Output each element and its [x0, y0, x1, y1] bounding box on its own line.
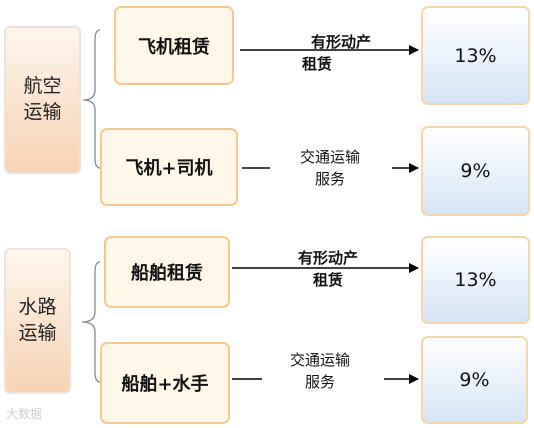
- service-row3-line1: 有形动产: [297, 249, 358, 267]
- business-ship-crew-label: 船舶+水手: [121, 374, 209, 395]
- business-aircraft-driver: 飞机+司机: [100, 128, 238, 206]
- rate-row3-value: 13%: [454, 269, 497, 291]
- category-air-line1: 航空: [23, 75, 62, 98]
- rate-row1: 13%: [421, 6, 530, 105]
- water-brace: [81, 261, 101, 383]
- category-air-line2: 运输: [23, 101, 62, 123]
- rate-row2: 9%: [421, 126, 530, 216]
- service-row1-line2: 租赁: [302, 55, 333, 73]
- service-label-row4: 交通运输 服务: [275, 349, 365, 393]
- category-water-line2: 运输: [18, 322, 57, 344]
- service-row4-line1: 交通运输: [289, 351, 350, 369]
- category-air: 航空 运输: [4, 26, 81, 174]
- service-row3-line2: 租赁: [312, 271, 343, 289]
- rate-row2-value: 9%: [460, 160, 491, 182]
- service-label-row2: 交通运输 服务: [285, 146, 375, 190]
- watermark: 大数据: [6, 407, 43, 421]
- category-water-line1: 水路: [18, 296, 57, 319]
- rate-row4-value: 9%: [459, 369, 490, 391]
- service-label-row1: 有形动产 租赁: [296, 31, 386, 75]
- service-row4-line2: 服务: [304, 373, 335, 391]
- business-ship-lease-label: 船舶租赁: [131, 263, 203, 284]
- rate-row1-value: 13%: [454, 44, 497, 67]
- service-row2-line2: 服务: [314, 170, 345, 188]
- air-brace: [82, 29, 101, 169]
- service-row1-line1: 有形动产: [310, 33, 371, 51]
- business-aircraft-lease: 飞机租赁: [114, 6, 234, 85]
- rate-row4: 9%: [421, 336, 528, 424]
- business-aircraft-lease-label: 飞机租赁: [138, 36, 210, 58]
- business-ship-crew: 船舶+水手: [100, 342, 230, 424]
- service-row2-line1: 交通运输: [299, 148, 360, 166]
- business-aircraft-driver-label: 飞机+司机: [125, 158, 213, 179]
- rate-row3: 13%: [421, 236, 530, 324]
- business-ship-lease: 船舶租赁: [104, 236, 230, 308]
- service-label-row3: 有形动产 租赁: [283, 247, 373, 291]
- category-water: 水路 运输: [4, 248, 71, 394]
